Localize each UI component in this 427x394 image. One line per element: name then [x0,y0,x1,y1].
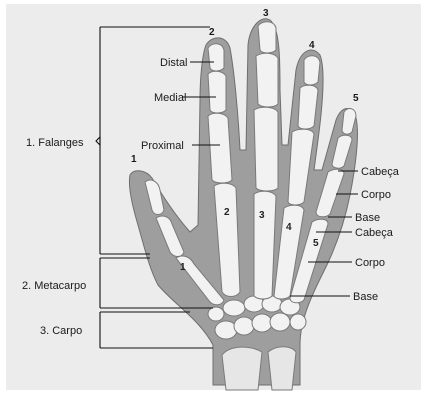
finger-number-5: 5 [353,93,359,104]
metacarpal-number-1: 1 [180,262,186,273]
finger-number-3: 3 [263,8,269,19]
metacarpal-number-5: 5 [313,238,319,249]
distal-label: Distal [160,57,188,69]
metacarpal-label: 2. Metacarpo [22,280,86,292]
metacarpal-head-label: Cabeça [355,227,394,239]
phalanx-base-label: Base [355,212,380,224]
phalanx-head-label: Cabeça [361,166,400,178]
metacarpal-number-3: 3 [259,210,265,221]
metacarpal-base-label: Base [353,291,378,303]
finger-number-1: 1 [131,154,137,165]
carpal-label: 3. Carpo [40,325,82,337]
finger-number-4: 4 [309,40,315,51]
metacarpal-body-label: Corpo [355,257,385,269]
proximal-label: Proximal [141,140,184,152]
metacarpal-number-4: 4 [286,222,292,233]
forearm-bones [222,347,296,390]
phalanx-body-label: Corpo [361,189,391,201]
medial-label: Medial [154,92,186,104]
metacarpal-number-2: 2 [224,207,230,218]
phalanges-label: 1. Falanges [26,137,84,149]
finger-number-2: 2 [209,27,215,38]
